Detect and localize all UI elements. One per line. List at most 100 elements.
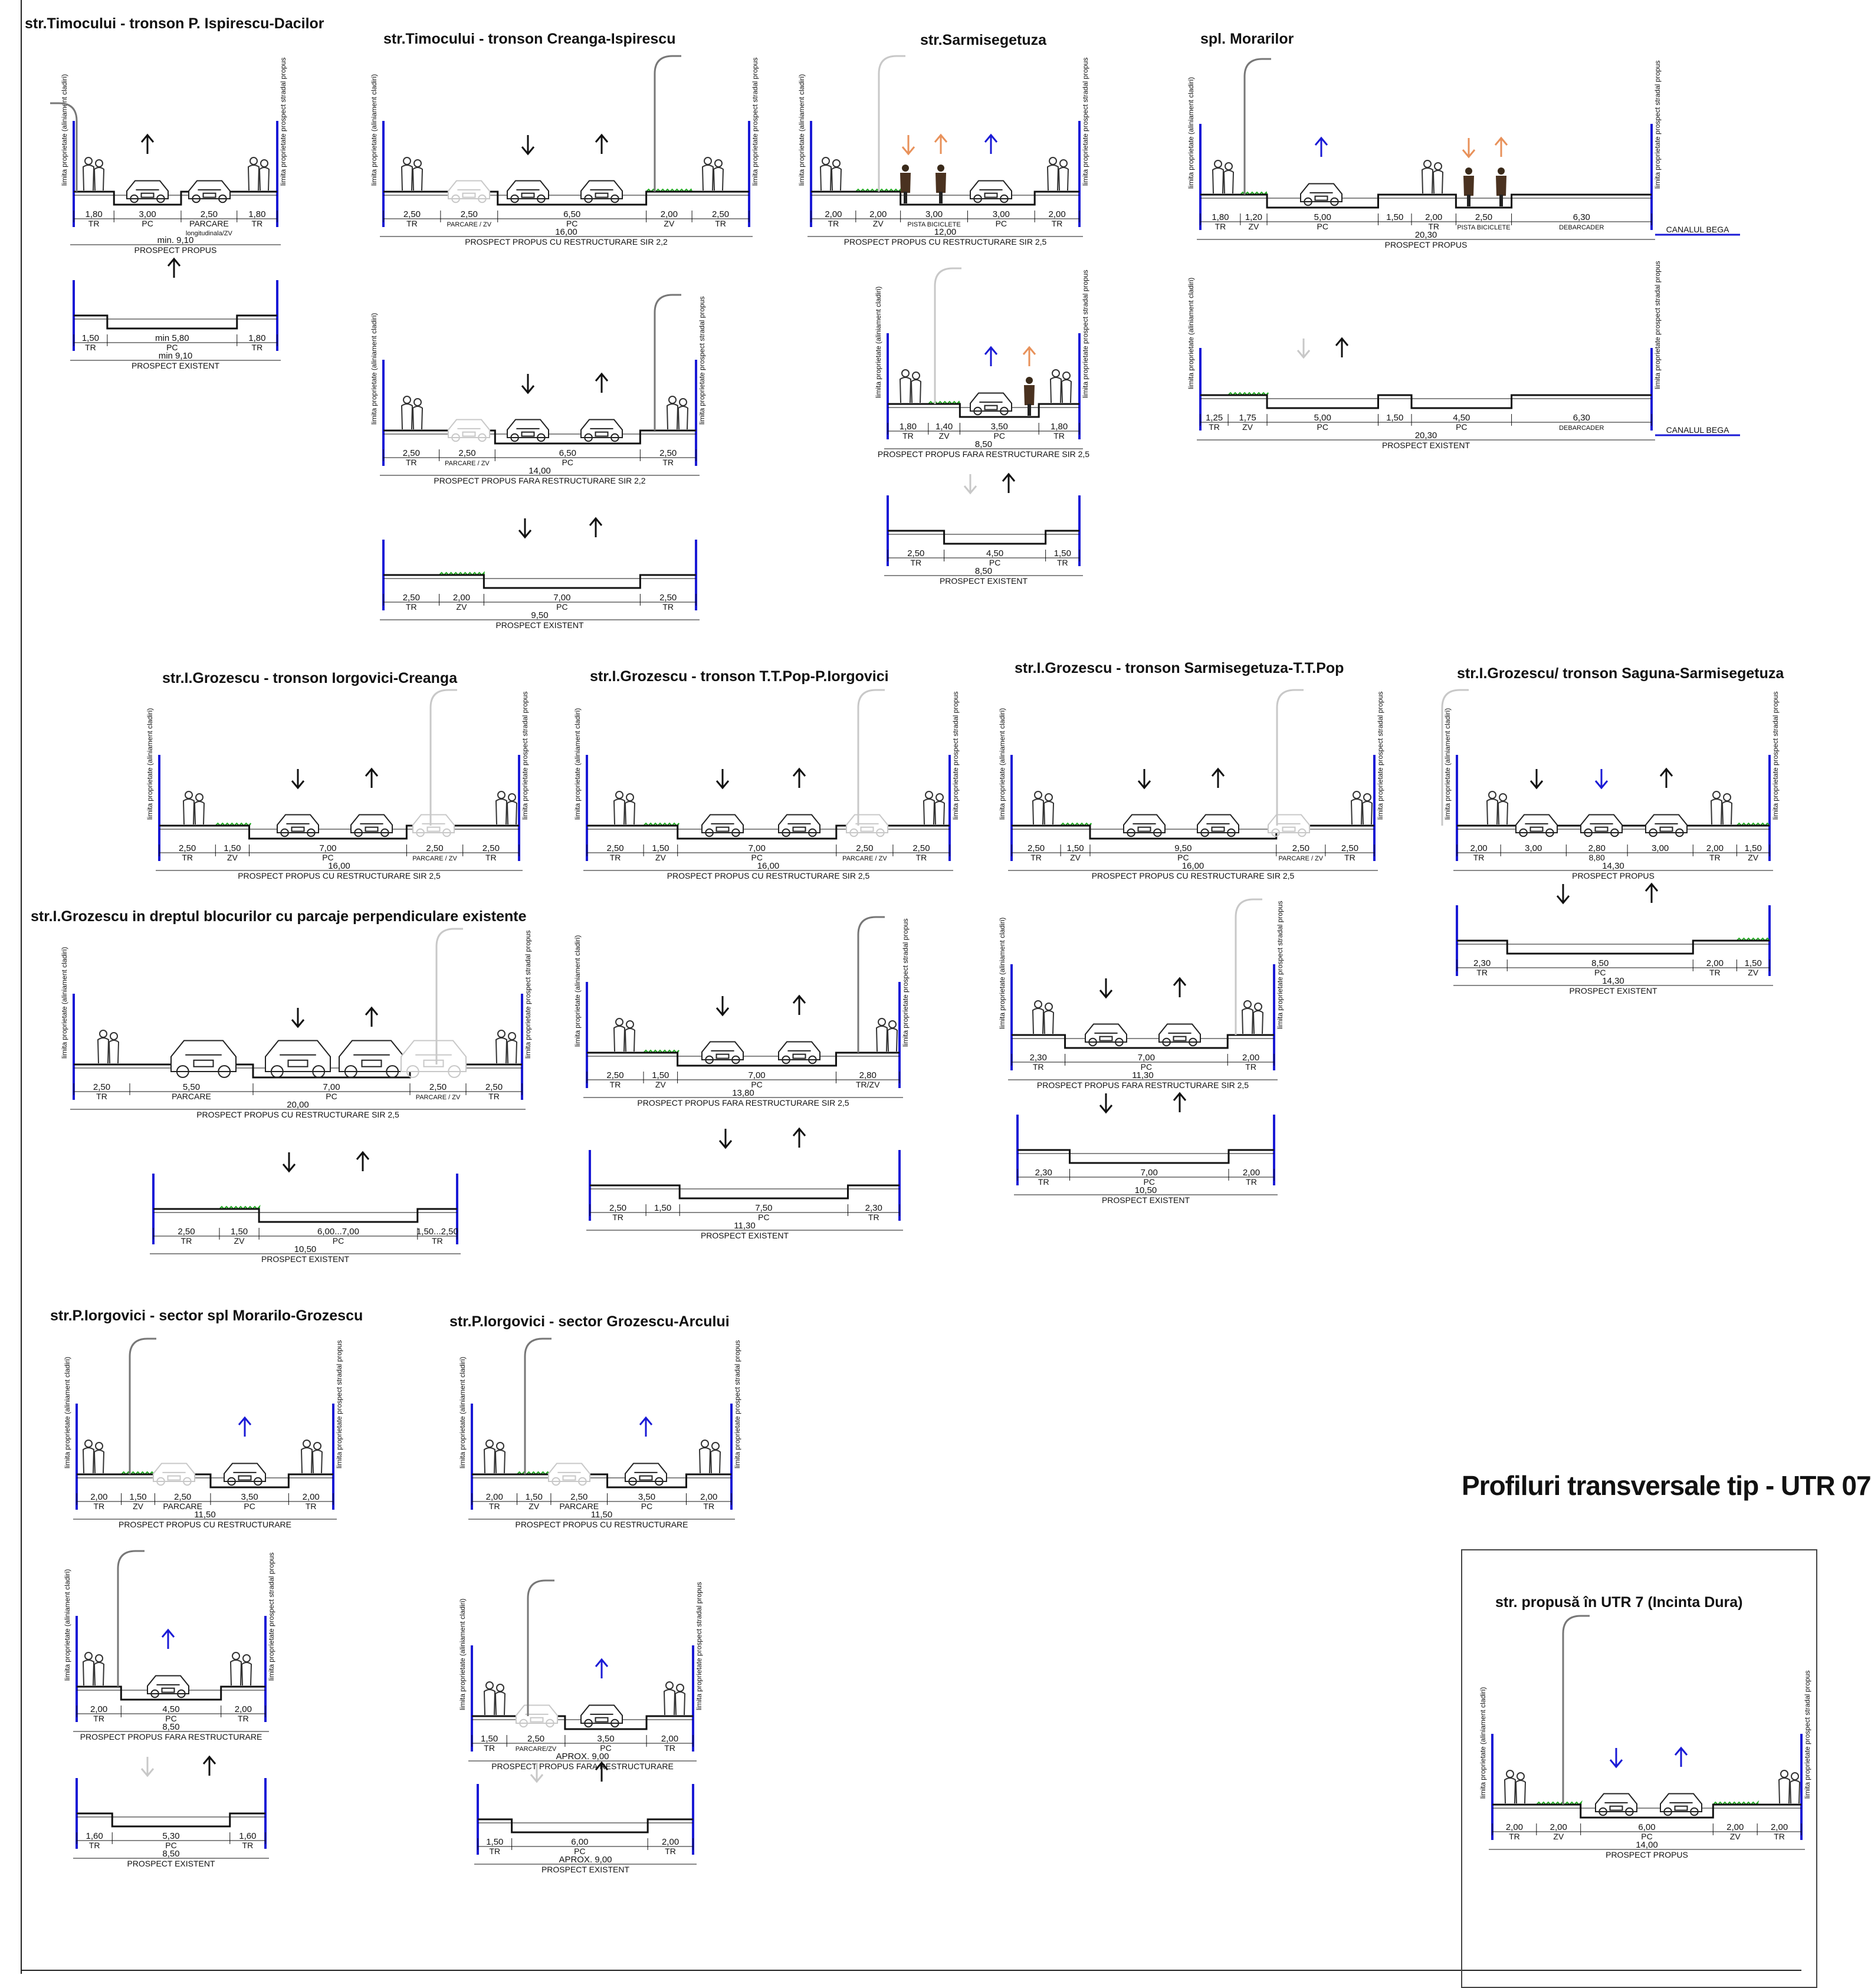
segment-code-label: PC [751,1080,762,1089]
car-icon [126,180,169,203]
street-lamp-icon [654,55,681,192]
segment-code-label: PC [165,1841,176,1850]
direction-arrow-icon [1674,1746,1688,1767]
profile-caption: PROSPECT PROPUS CU RESTRUCTURARE SIR 2,5 [844,237,1047,247]
car-icon [170,1040,237,1078]
segment-width-label: 5,30 [162,1831,179,1841]
direction-arrow-icon [291,1008,305,1028]
profile-caption: PROSPECT PROPUS FARA RESTRUCTURARE SIR 2… [637,1098,849,1108]
segment-width-label: 2,50 [609,1203,626,1213]
pedestrian-icon [1350,791,1373,825]
pedestrian-icon [1710,791,1733,825]
car-icon [1515,814,1558,837]
segment-width-label: 2,50 [1292,843,1309,853]
pedestrian-icon [923,791,946,825]
property-line-label: limita proprietate prospect stradal prop… [1376,692,1384,820]
segment-code-label: PARCARE [172,1092,211,1101]
segment-code-label: PC [1594,968,1606,977]
car-icon [580,1704,623,1728]
direction-arrow-icon [1002,472,1016,493]
pedestrian-icon [1504,1770,1527,1804]
segment-code-label: TR [1052,219,1063,228]
segment-code-label: TR [1509,1832,1520,1841]
segment-code-label: ZV [1248,222,1259,231]
segment-code-label: PC [166,343,178,352]
total-width-label: 8,50 [975,439,992,449]
direction-arrow-icon [365,1006,379,1027]
direction-arrow-icon [282,1152,296,1173]
segment-width-label: 2,50 [403,593,420,603]
street-lamp-icon [129,1338,156,1474]
segment-width-label: 1,50 [654,1203,671,1213]
direction-arrow-icon [963,474,977,495]
section-title: spl. Morarilor [1200,31,1294,47]
segment-code-label: TR [916,853,927,862]
segment-code-label: PC [600,1743,611,1753]
segment-code-label: TR [665,1846,676,1856]
profile-caption: PROSPECT PROPUS [134,245,217,255]
pedestrian-icon [899,369,922,403]
segment-width-label: 1,50 [1745,843,1762,853]
pedestrian-icon [1049,369,1072,403]
direction-arrow-icon [589,517,603,537]
segment-code-label: PC [1641,1832,1652,1841]
car-icon [277,814,319,837]
segment-code-label: TR [1033,1062,1044,1072]
road-surface [1200,394,1652,409]
total-width-label: 11,30 [1132,1070,1153,1080]
profile-caption: PROSPECT EXISTENT [1569,986,1657,995]
street-lamp-icon [1276,689,1304,826]
property-line-label: limita proprietate prospect stradal prop… [1653,261,1662,389]
car-icon [548,1463,590,1486]
street-lamp-icon [857,689,885,826]
total-width-label: 14,00 [1636,1840,1658,1850]
segment-code-label: PARCARE/ZV [516,1746,557,1753]
total-width-label: min 9,10 [159,351,193,361]
segment-width-label: 1,50 [224,843,241,853]
total-width-label: 8,50 [975,566,992,576]
pedestrian-icon [401,157,424,191]
segment-code-label: TR [715,219,726,228]
direction-arrow-icon [1529,769,1544,790]
profile-caption: PROSPECT PROPUS FARA RESTRUCTURARE SIR 2… [878,449,1089,459]
direction-arrow-icon [238,1416,252,1437]
segment-code-label: ZV [133,1501,144,1511]
property-line-label: limita proprietate prospect stradal prop… [1081,58,1089,186]
sheet-border-left [21,0,22,1974]
segment-width-label: 2,50 [712,209,729,219]
sheet-title: Profiluri transversale tip - UTR 07 [1462,1470,1871,1501]
car-icon [580,180,623,203]
total-width-label: 20,00 [287,1100,309,1110]
drawing-sheet: Profiluri transversale tip - UTR 07 str.… [21,0,1871,1988]
segment-code-label: PC [165,1714,176,1723]
segment-width-label: 1,50 [82,333,99,343]
segment-width-label: 2,50 [93,1082,110,1092]
segment-width-label: 1,50 [1386,212,1403,222]
pedestrian-icon [483,1681,506,1716]
segment-code-label: PARCARE [559,1501,599,1511]
direction-arrow-icon [718,1129,733,1149]
segment-width-label: 4,50 [1453,413,1470,423]
segment-width-label: 1,80 [900,422,917,432]
segment-width-label: 2,00 [235,1704,252,1714]
direction-arrow-icon [167,257,181,278]
segment-width-label: 2,50 [606,843,623,853]
segment-code-label: TR [910,558,921,567]
profile-caption: PROSPECT PROPUS CU RESTRUCTURARE [515,1520,688,1529]
segment-code-label: PC [1141,1062,1152,1072]
pedestrian-icon [182,791,205,825]
profile-caption: PROSPECT EXISTENT [940,576,1028,586]
segment-code-label: TR [662,602,674,612]
segment-width-label: 6,50 [563,209,580,219]
segment-width-label: 1,20 [1245,212,1262,222]
segment-code-label: TR [1209,422,1220,432]
segment-code-label: ZV [655,853,667,862]
segment-width-label: 1,50 [1745,958,1762,968]
profile-caption: PROSPECT EXISTENT [495,620,584,630]
segment-width-label: 2,50 [403,448,420,458]
segment-width-label: 2,50 [461,209,478,219]
car-icon [1595,1793,1637,1816]
property-line-label: limita proprietate (aliniament cladiri) [998,918,1006,1029]
direction-arrow-icon [530,1763,544,1783]
segment-width-label: 2,50 [570,1492,587,1502]
